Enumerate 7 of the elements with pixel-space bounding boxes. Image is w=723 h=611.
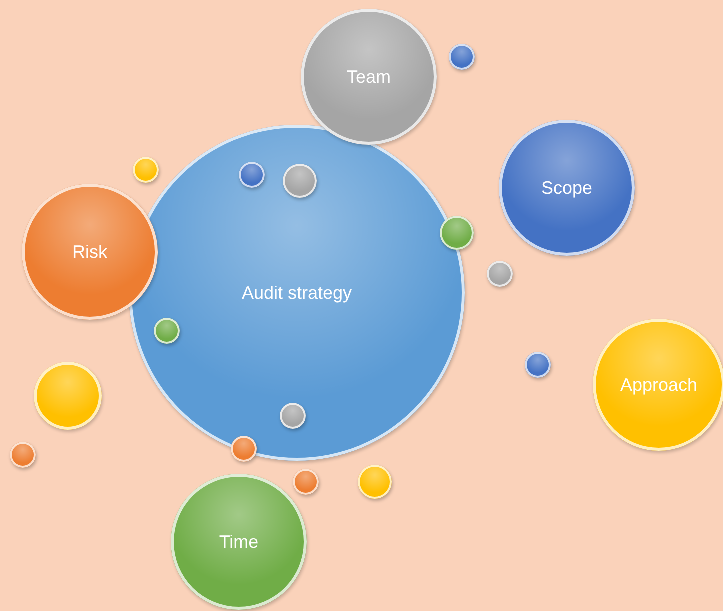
bubble-label: Scope	[541, 178, 593, 198]
bubble-label: Audit strategy	[242, 282, 352, 304]
bubble-label: Team	[346, 66, 391, 88]
bubble-label: Approach	[620, 374, 698, 396]
bubble-label: Time	[219, 532, 259, 552]
empty-bubble	[34, 362, 102, 430]
bubble-label: Risk	[72, 242, 108, 262]
